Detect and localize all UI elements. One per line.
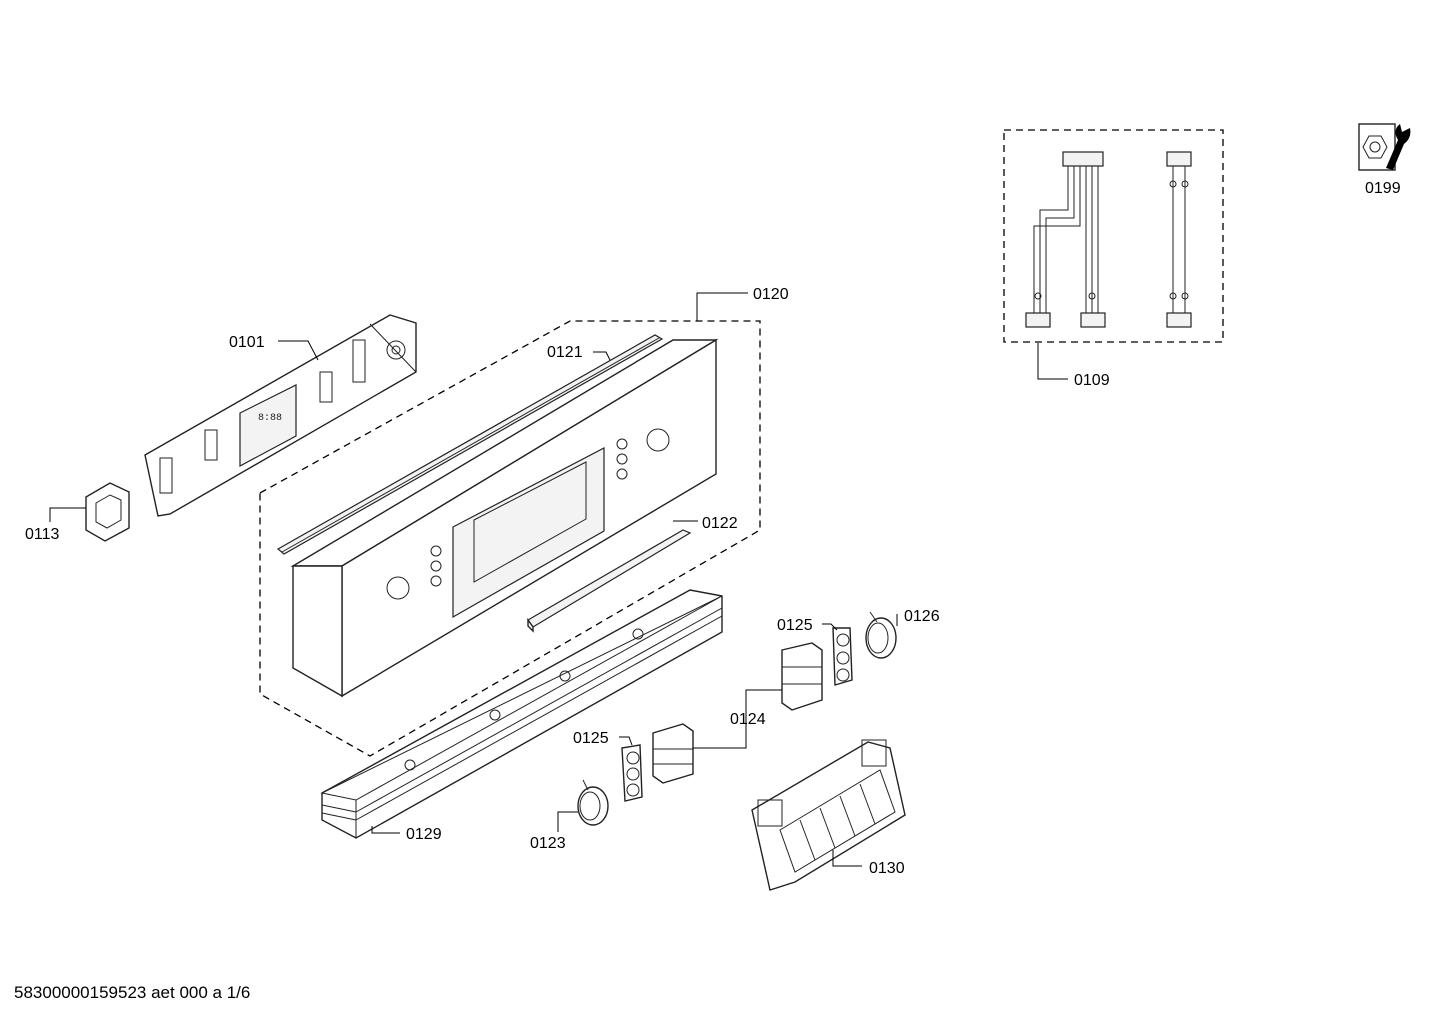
label-0125-right: 0125 (777, 617, 813, 634)
label-0123: 0123 (530, 835, 566, 852)
harness-boundary (1003, 129, 1224, 343)
bracket-0113 (85, 482, 130, 542)
label-0124: 0124 (730, 711, 766, 728)
label-0109: 0109 (1074, 372, 1110, 389)
holder-0130 (751, 739, 906, 891)
fascia-panel (290, 338, 719, 698)
electronic-module-0101: 8:88 (144, 314, 417, 517)
svg-text:8:88: 8:88 (258, 413, 282, 424)
wiring-harness-group-0109 (1003, 129, 1224, 343)
button-caps-0125-left (621, 744, 643, 802)
control-panel-assembly-group (259, 320, 761, 757)
key-block-0124-right (781, 642, 823, 711)
display-strip-0122 (527, 529, 692, 633)
label-0125-left: 0125 (573, 730, 609, 747)
label-0122: 0122 (702, 515, 738, 532)
label-0129: 0129 (406, 826, 442, 843)
button-caps-0125-right (832, 627, 853, 686)
trim-strip-0121 (276, 334, 664, 555)
assembly-boundary-0120 (259, 320, 761, 757)
key-block-0124-left (652, 723, 694, 784)
wrench-nut-icon (1358, 123, 1411, 171)
knob-0123 (577, 779, 609, 826)
label-0199: 0199 (1365, 180, 1401, 197)
label-0130: 0130 (869, 860, 905, 877)
label-0121: 0121 (547, 344, 583, 361)
document-code: 58300000159523 aet 000 a 1/6 (14, 983, 250, 1002)
label-0113: 0113 (25, 526, 60, 543)
label-0120: 0120 (753, 286, 789, 303)
leader-lines (49, 292, 1068, 867)
label-0101: 0101 (229, 334, 265, 351)
knob-0126 (865, 611, 897, 659)
label-0126: 0126 (904, 608, 940, 625)
base-rail-0129 (320, 589, 723, 839)
part-labels: 0101 0109 0113 0120 0121 0122 0123 0124 … (25, 180, 1401, 877)
